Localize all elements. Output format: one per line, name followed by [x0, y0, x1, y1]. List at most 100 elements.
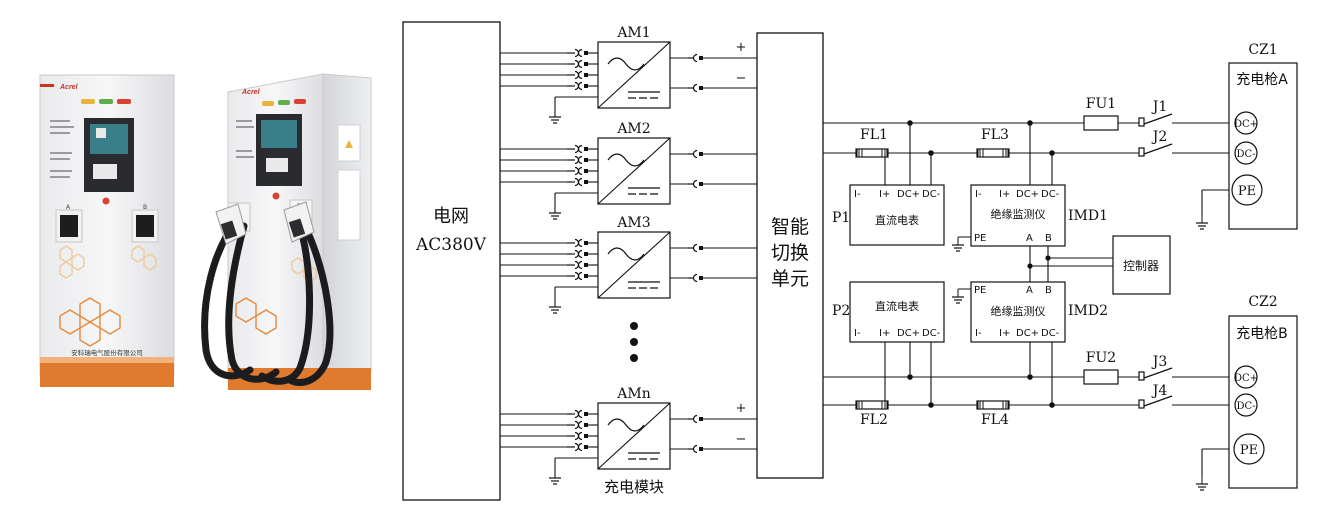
- imd2-name: 绝缘监测仪: [991, 304, 1046, 318]
- gun-a-cz-label: CZ1: [1248, 42, 1277, 58]
- charging-module-3: AM3: [500, 215, 757, 314]
- module-label: AMn: [616, 386, 650, 402]
- charger-front-view: Acrel A B 安科瑞电气股: [39, 74, 175, 387]
- switch-unit-line3: 单元: [771, 268, 809, 290]
- contactor-j3-label: J3: [1151, 354, 1168, 370]
- ground-icon: [951, 288, 965, 304]
- charger-angled-view: Acrel A B: [201, 73, 372, 390]
- charger1-brand: Acrel: [59, 84, 79, 91]
- svg-text:I+: I+: [879, 328, 890, 339]
- charging-module-4: AMn + −: [500, 386, 757, 485]
- imd1-label: IMD1: [1068, 208, 1108, 224]
- dc-meter-p2: 直流电表 I- I+ DC+ DC- P2: [832, 281, 945, 343]
- dc-meter-p1-name: 直流电表: [875, 213, 919, 227]
- svg-text:PE: PE: [974, 233, 986, 244]
- fuse-fu2: FU2: [1083, 350, 1119, 385]
- svg-text:I-: I-: [854, 328, 861, 339]
- svg-text:B: B: [1045, 285, 1052, 296]
- switch-unit-line1: 智能: [771, 216, 809, 238]
- svg-text:I+: I+: [999, 328, 1010, 339]
- svg-text:DC+: DC+: [1016, 328, 1039, 339]
- filter-fl2-icon: [855, 400, 889, 410]
- dc-plus-mark: +: [736, 401, 747, 416]
- junction-dots: [907, 120, 1055, 408]
- module-label: AM2: [616, 121, 650, 137]
- svg-text:DC-: DC-: [1041, 189, 1060, 200]
- insulation-monitor-imd2: PE A B 绝缘监测仪 I- I+ DC+ DC- IMD2: [970, 281, 1108, 343]
- svg-text:DC+: DC+: [897, 328, 920, 339]
- modules-caption: 充电模块: [604, 478, 664, 496]
- charging-module-1: AM1 + −: [500, 25, 757, 124]
- svg-text:A: A: [1026, 285, 1033, 296]
- imd2-label: IMD2: [1068, 303, 1108, 319]
- controller: 控制器: [1112, 235, 1171, 295]
- controller-label: 控制器: [1123, 259, 1159, 273]
- dc-meter-p1: I- I+ DC+ DC- 直流电表 P1: [832, 184, 945, 246]
- filter-fl2-label: FL2: [860, 412, 888, 428]
- gun-b-label: 充电枪B: [1236, 325, 1288, 342]
- more-modules-dots: [630, 322, 638, 362]
- filter-fl3-label: FL3: [981, 127, 1009, 143]
- ground-icon: [1195, 475, 1209, 491]
- svg-text:DC+: DC+: [1234, 119, 1258, 130]
- ground-icon: [1195, 214, 1209, 230]
- svg-text:DC-: DC-: [1236, 149, 1255, 160]
- charger1-socket-b-label: B: [143, 204, 147, 211]
- filter-fl4-label: FL4: [981, 412, 1009, 428]
- dc-minus-mark: −: [736, 432, 747, 447]
- svg-text:PE: PE: [1238, 184, 1256, 199]
- svg-text:DC-: DC-: [922, 328, 941, 339]
- svg-text:I+: I+: [999, 189, 1010, 200]
- filter-fl1-label: FL1: [860, 127, 888, 143]
- switch-unit-line2: 切换: [771, 242, 809, 264]
- grid-label-line1: 电网: [433, 206, 469, 227]
- svg-text:A: A: [1026, 233, 1033, 244]
- contactor-j1-label: J1: [1151, 99, 1168, 115]
- dc-meter-p1-label: P1: [832, 210, 850, 226]
- gun-b-cz-label: CZ2: [1248, 294, 1277, 310]
- svg-text:I-: I-: [975, 189, 982, 200]
- insulation-monitor-imd1: I- I+ DC+ DC- 绝缘监测仪 PE A B IMD1: [970, 184, 1108, 247]
- module-label: AM3: [616, 215, 650, 231]
- dc-meter-p2-name: 直流电表: [875, 299, 919, 313]
- svg-text:I+: I+: [879, 189, 890, 200]
- svg-text:I-: I-: [975, 328, 982, 339]
- svg-text:B: B: [1045, 233, 1052, 244]
- svg-text:DC+: DC+: [897, 189, 920, 200]
- charging-module-2: AM2: [500, 121, 757, 220]
- gun-a-label: 充电枪A: [1236, 71, 1288, 88]
- fuse-fu2-label: FU2: [1086, 350, 1116, 366]
- svg-text:DC+: DC+: [1016, 189, 1039, 200]
- svg-text:I-: I-: [854, 189, 861, 200]
- filter-fl4-icon: [976, 400, 1010, 410]
- svg-text:DC-: DC-: [922, 189, 941, 200]
- contactor-j4-label: J4: [1151, 383, 1168, 399]
- module-label: AM1: [616, 25, 650, 41]
- svg-text:DC+: DC+: [1234, 373, 1258, 384]
- ground-icon: [951, 236, 965, 252]
- dc-plus-mark: +: [736, 40, 747, 55]
- filter-fl1-icon: [855, 148, 889, 158]
- charger-photos: Acrel A B 安科瑞电气股: [39, 73, 372, 390]
- charging-gun-b: CZ2 充电枪B DC+ DC- PE: [1228, 294, 1298, 489]
- filter-fl3-icon: [976, 148, 1010, 158]
- contactors: [1138, 113, 1173, 409]
- imd1-name: 绝缘监测仪: [991, 207, 1046, 221]
- dc-meter-p2-label: P2: [832, 303, 850, 319]
- smart-switching-unit: 智能 切换 单元: [756, 32, 824, 479]
- charger1-company: 安科瑞电气股份有限公司: [71, 348, 143, 357]
- svg-text:DC-: DC-: [1236, 401, 1255, 412]
- fuse-fu1-label: FU1: [1086, 96, 1116, 112]
- charger1-socket-a-label: A: [66, 204, 71, 211]
- grid-block: 电网 AC380V: [402, 21, 501, 501]
- svg-text:DC-: DC-: [1041, 328, 1060, 339]
- dc-minus-mark: −: [736, 71, 747, 86]
- charging-gun-a: CZ1 充电枪A DC+ DC- PE: [1228, 42, 1298, 230]
- charger2-brand: Acrel: [241, 89, 261, 96]
- contactor-j2-label: J2: [1151, 129, 1168, 145]
- fuse-fu1: FU1: [1083, 96, 1119, 131]
- svg-text:PE: PE: [974, 285, 986, 296]
- grid-label-line2: AC380V: [415, 235, 487, 255]
